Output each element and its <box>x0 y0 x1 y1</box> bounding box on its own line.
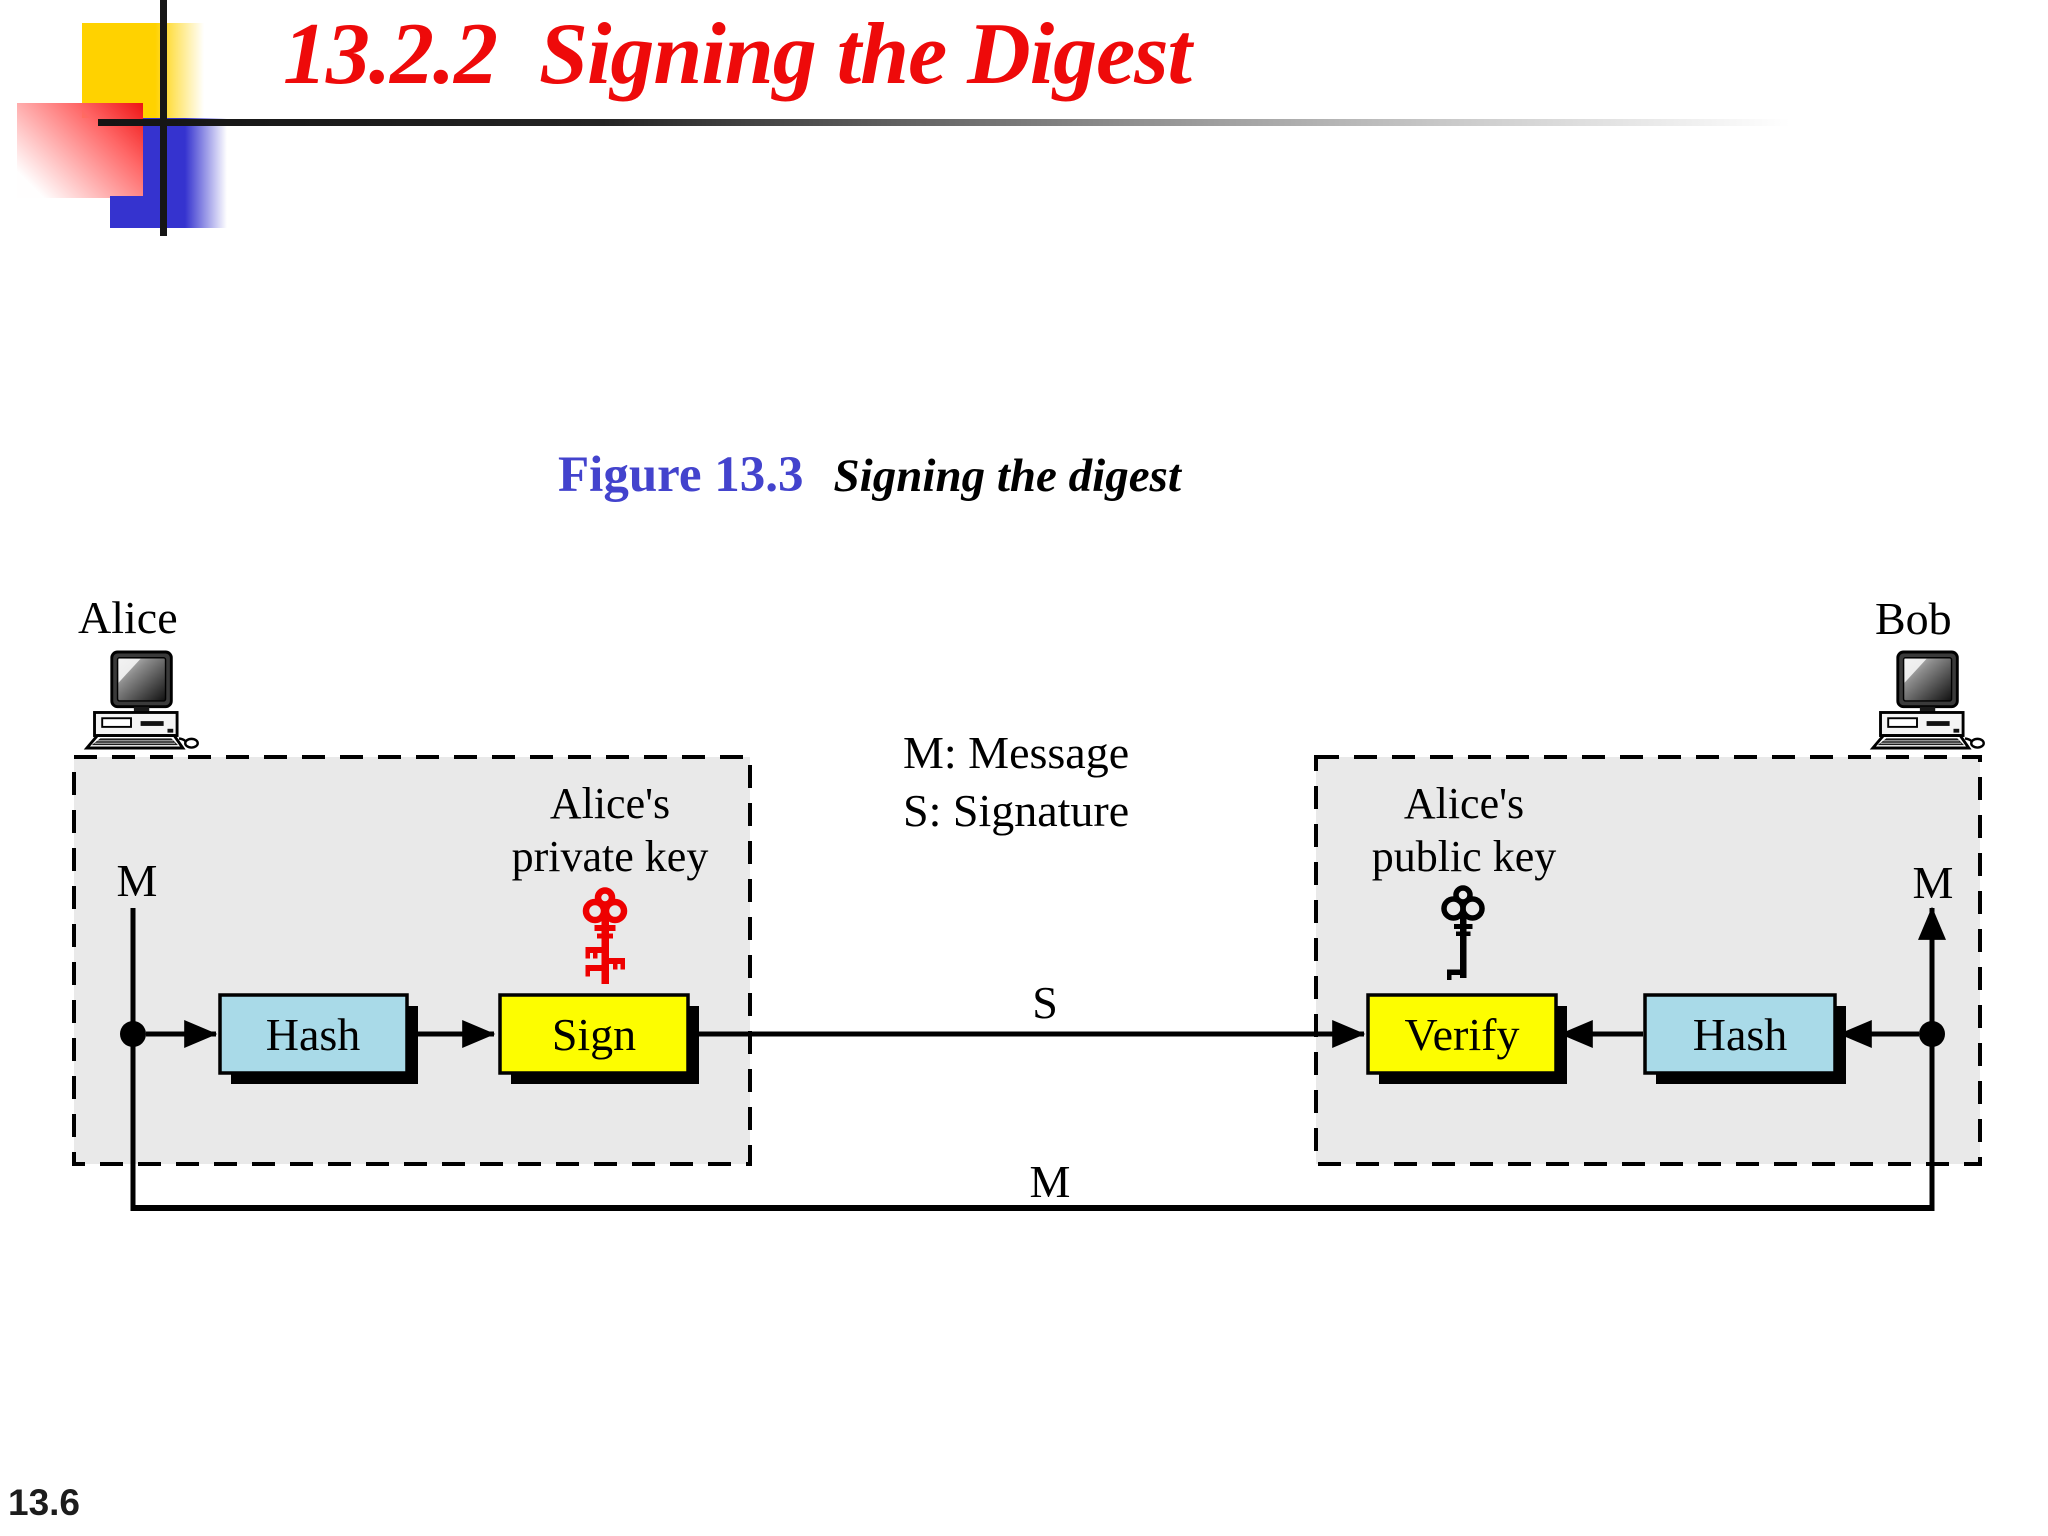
verify-box <box>1366 993 1558 1075</box>
sign-box <box>498 993 690 1075</box>
deco-red-square <box>17 103 143 198</box>
figure-caption: Figure 13.3 Signing the digest <box>558 446 1181 504</box>
page-number: 13.6 <box>8 1482 81 1523</box>
m-label-left: M <box>117 855 158 906</box>
m-label-bottom: M <box>1030 1156 1071 1207</box>
legend-signature: S: Signature <box>903 785 1129 836</box>
public-key-icon <box>1441 885 1485 980</box>
bob-panel <box>1314 755 1982 1166</box>
bob-label: Bob <box>1875 593 1952 644</box>
figure-title: Signing the digest <box>833 450 1181 502</box>
alice-computer-icon <box>83 650 199 750</box>
deco-horizontal-rule <box>98 119 1898 126</box>
hash-box-right <box>1643 993 1837 1075</box>
hash-box-left <box>218 993 409 1075</box>
deco-yellow-square <box>82 23 204 118</box>
hash-box-left-label: Hash <box>266 1009 361 1060</box>
private-key-icon <box>582 887 628 984</box>
private-key-caption-line1: Alice's <box>550 779 670 828</box>
s-label: S <box>1032 977 1058 1028</box>
alice-panel <box>72 755 752 1166</box>
verify-box-label: Verify <box>1405 1009 1520 1060</box>
sign-box-label: Sign <box>552 1009 636 1060</box>
hash-box-right-label: Hash <box>1693 1009 1788 1060</box>
legend-message: M: Message <box>903 727 1129 778</box>
junction-dot-left <box>120 1021 146 1047</box>
bob-computer-icon <box>1869 650 1985 750</box>
public-key-caption-line1: Alice's <box>1404 779 1524 828</box>
deco-vertical-line <box>160 0 167 236</box>
public-key-caption-line2: public key <box>1372 832 1557 881</box>
deco-blue-step <box>110 196 145 228</box>
m-label-right: M <box>1913 857 1954 908</box>
private-key-caption-line2: private key <box>512 832 709 881</box>
page-title: 13.2.2 Signing the Digest <box>283 6 1192 103</box>
alice-label: Alice <box>78 592 178 643</box>
deco-blue-square <box>143 118 227 228</box>
figure-label: Figure 13.3 <box>558 447 804 503</box>
junction-dot-right <box>1919 1021 1945 1047</box>
